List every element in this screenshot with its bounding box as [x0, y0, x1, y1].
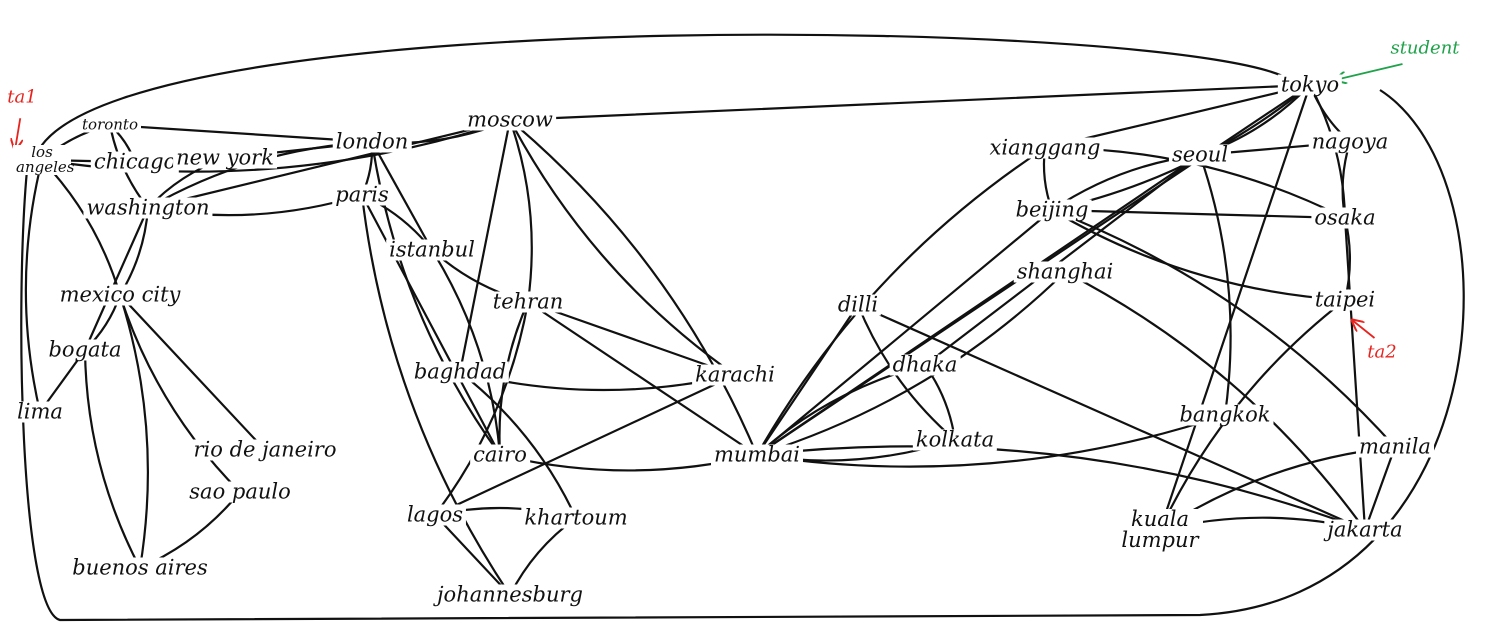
edge-washington-moscow	[146, 118, 512, 210]
city-node-shanghai: shanghai	[1013, 261, 1117, 283]
edge-dilli-kolkata	[856, 303, 957, 442]
city-node-buenos: buenos aires	[69, 557, 211, 579]
city-node-beijing: beijing	[1012, 199, 1092, 221]
edge-mexico-saopaulo	[118, 293, 242, 494]
edge-la-tokyo	[40, 33, 1292, 147]
city-node-dhaka: dhaka	[889, 354, 961, 376]
edge-mumbai-dilli	[755, 303, 860, 457]
edge-taipei-kuala	[1158, 298, 1347, 532]
city-node-cairo: cairo	[470, 444, 530, 466]
edge-outer-loop	[20, 89, 1465, 622]
city-node-saopaulo: sao paulo	[186, 481, 294, 503]
student-arrow-icon	[1335, 63, 1403, 80]
city-node-la: los angeles	[13, 145, 74, 175]
city-node-dilli: dilli	[834, 294, 882, 316]
ta1-arrow-icon	[15, 118, 20, 150]
edge-karachi-lagos	[433, 373, 737, 517]
edge-paris-johannesburg	[360, 193, 512, 597]
edge-tehran-mumbai	[526, 300, 759, 457]
annotation-ta1: ta1	[7, 86, 37, 108]
edge-mumbai-bangkok	[755, 413, 1227, 468]
edge-bogata-buenos	[83, 348, 142, 570]
city-node-tokyo: tokyo	[1277, 74, 1343, 96]
city-node-lagos: lagos	[403, 504, 467, 526]
edge-mumbai-xianggang	[755, 146, 1047, 457]
edge-mumbai-seoul	[755, 153, 1202, 457]
city-node-taipei: taipei	[1311, 289, 1379, 311]
edge-moscow-tokyo	[508, 83, 1312, 122]
edge-tehran-lagos	[433, 300, 530, 517]
edge-dilli-jakarta	[856, 303, 1367, 532]
city-node-london: london	[332, 131, 412, 153]
annotation-student: student	[1390, 37, 1460, 59]
city-node-istanbul: istanbul	[386, 239, 478, 261]
city-node-manila: manila	[1356, 436, 1434, 458]
edge-beijing-manila	[1050, 208, 1397, 449]
edge-paris-cairo	[360, 193, 502, 457]
city-node-washington: washington	[83, 197, 213, 219]
city-node-nagoya: nagoya	[1308, 131, 1392, 153]
edge-tokyo-kuala	[1158, 83, 1312, 532]
city-node-mexico: mexico city	[56, 284, 184, 306]
edge-mumbai-jakarta	[755, 445, 1367, 532]
city-node-khartoum: khartoum	[521, 507, 631, 529]
edge-moscow-tehran	[508, 118, 533, 304]
city-node-lima: lima	[14, 401, 66, 423]
city-node-karachi: karachi	[692, 364, 778, 386]
city-node-bangkok: bangkok	[1176, 404, 1274, 426]
city-node-tehran: tehran	[489, 291, 567, 313]
city-node-rio: rio de janeiro	[190, 439, 340, 461]
edge-london-istanbul	[370, 140, 434, 252]
edge-beijing-taipei	[1050, 208, 1347, 302]
edge-moscow-baghdad	[458, 118, 512, 374]
city-node-chicago: chicago	[90, 151, 180, 173]
city-node-paris: paris	[332, 184, 392, 206]
city-node-kuala: kuala lumpur	[1117, 509, 1203, 551]
edge-beijing-osaka	[1050, 208, 1347, 220]
edge-seoul-dhaka	[923, 153, 1202, 367]
city-node-mumbai: mumbai	[710, 444, 804, 466]
edge-moscow-mumbai	[508, 118, 759, 457]
city-node-kolkata: kolkata	[912, 429, 998, 451]
city-node-newyork: new york	[173, 147, 277, 169]
city-node-seoul: seoul	[1168, 144, 1232, 166]
city-node-baghdad: baghdad	[410, 361, 510, 383]
edge-la-mexico	[40, 158, 122, 297]
edge-baghdad-khartoum	[458, 370, 578, 520]
edge-washington-bogata	[83, 206, 150, 352]
edge-mexico-rio	[118, 293, 267, 452]
annotation-ta2: ta2	[1367, 341, 1397, 363]
edge-mumbai-shanghai	[755, 270, 1067, 457]
edge-osaka-jakarta	[1343, 216, 1367, 532]
ta2-arrow-icon	[1352, 320, 1376, 339]
city-node-jakarta: jakarta	[1324, 519, 1406, 541]
edge-istanbul-cairo	[430, 248, 502, 457]
edge-mexico-buenos	[118, 293, 150, 570]
city-node-osaka: osaka	[1311, 207, 1379, 229]
edge-mumbai-beijing	[755, 208, 1054, 457]
city-node-johannesburg: johannesburg	[434, 584, 586, 606]
city-node-toronto: toronto	[79, 117, 141, 133]
city-node-moscow: moscow	[464, 109, 556, 131]
city-node-xianggang: xianggang	[986, 137, 1104, 159]
edge-shanghai-jakarta	[1063, 270, 1367, 532]
city-node-bogata: bogata	[45, 339, 125, 361]
edge-moscow-karachi	[508, 118, 737, 377]
edge-la-lima	[24, 158, 44, 414]
